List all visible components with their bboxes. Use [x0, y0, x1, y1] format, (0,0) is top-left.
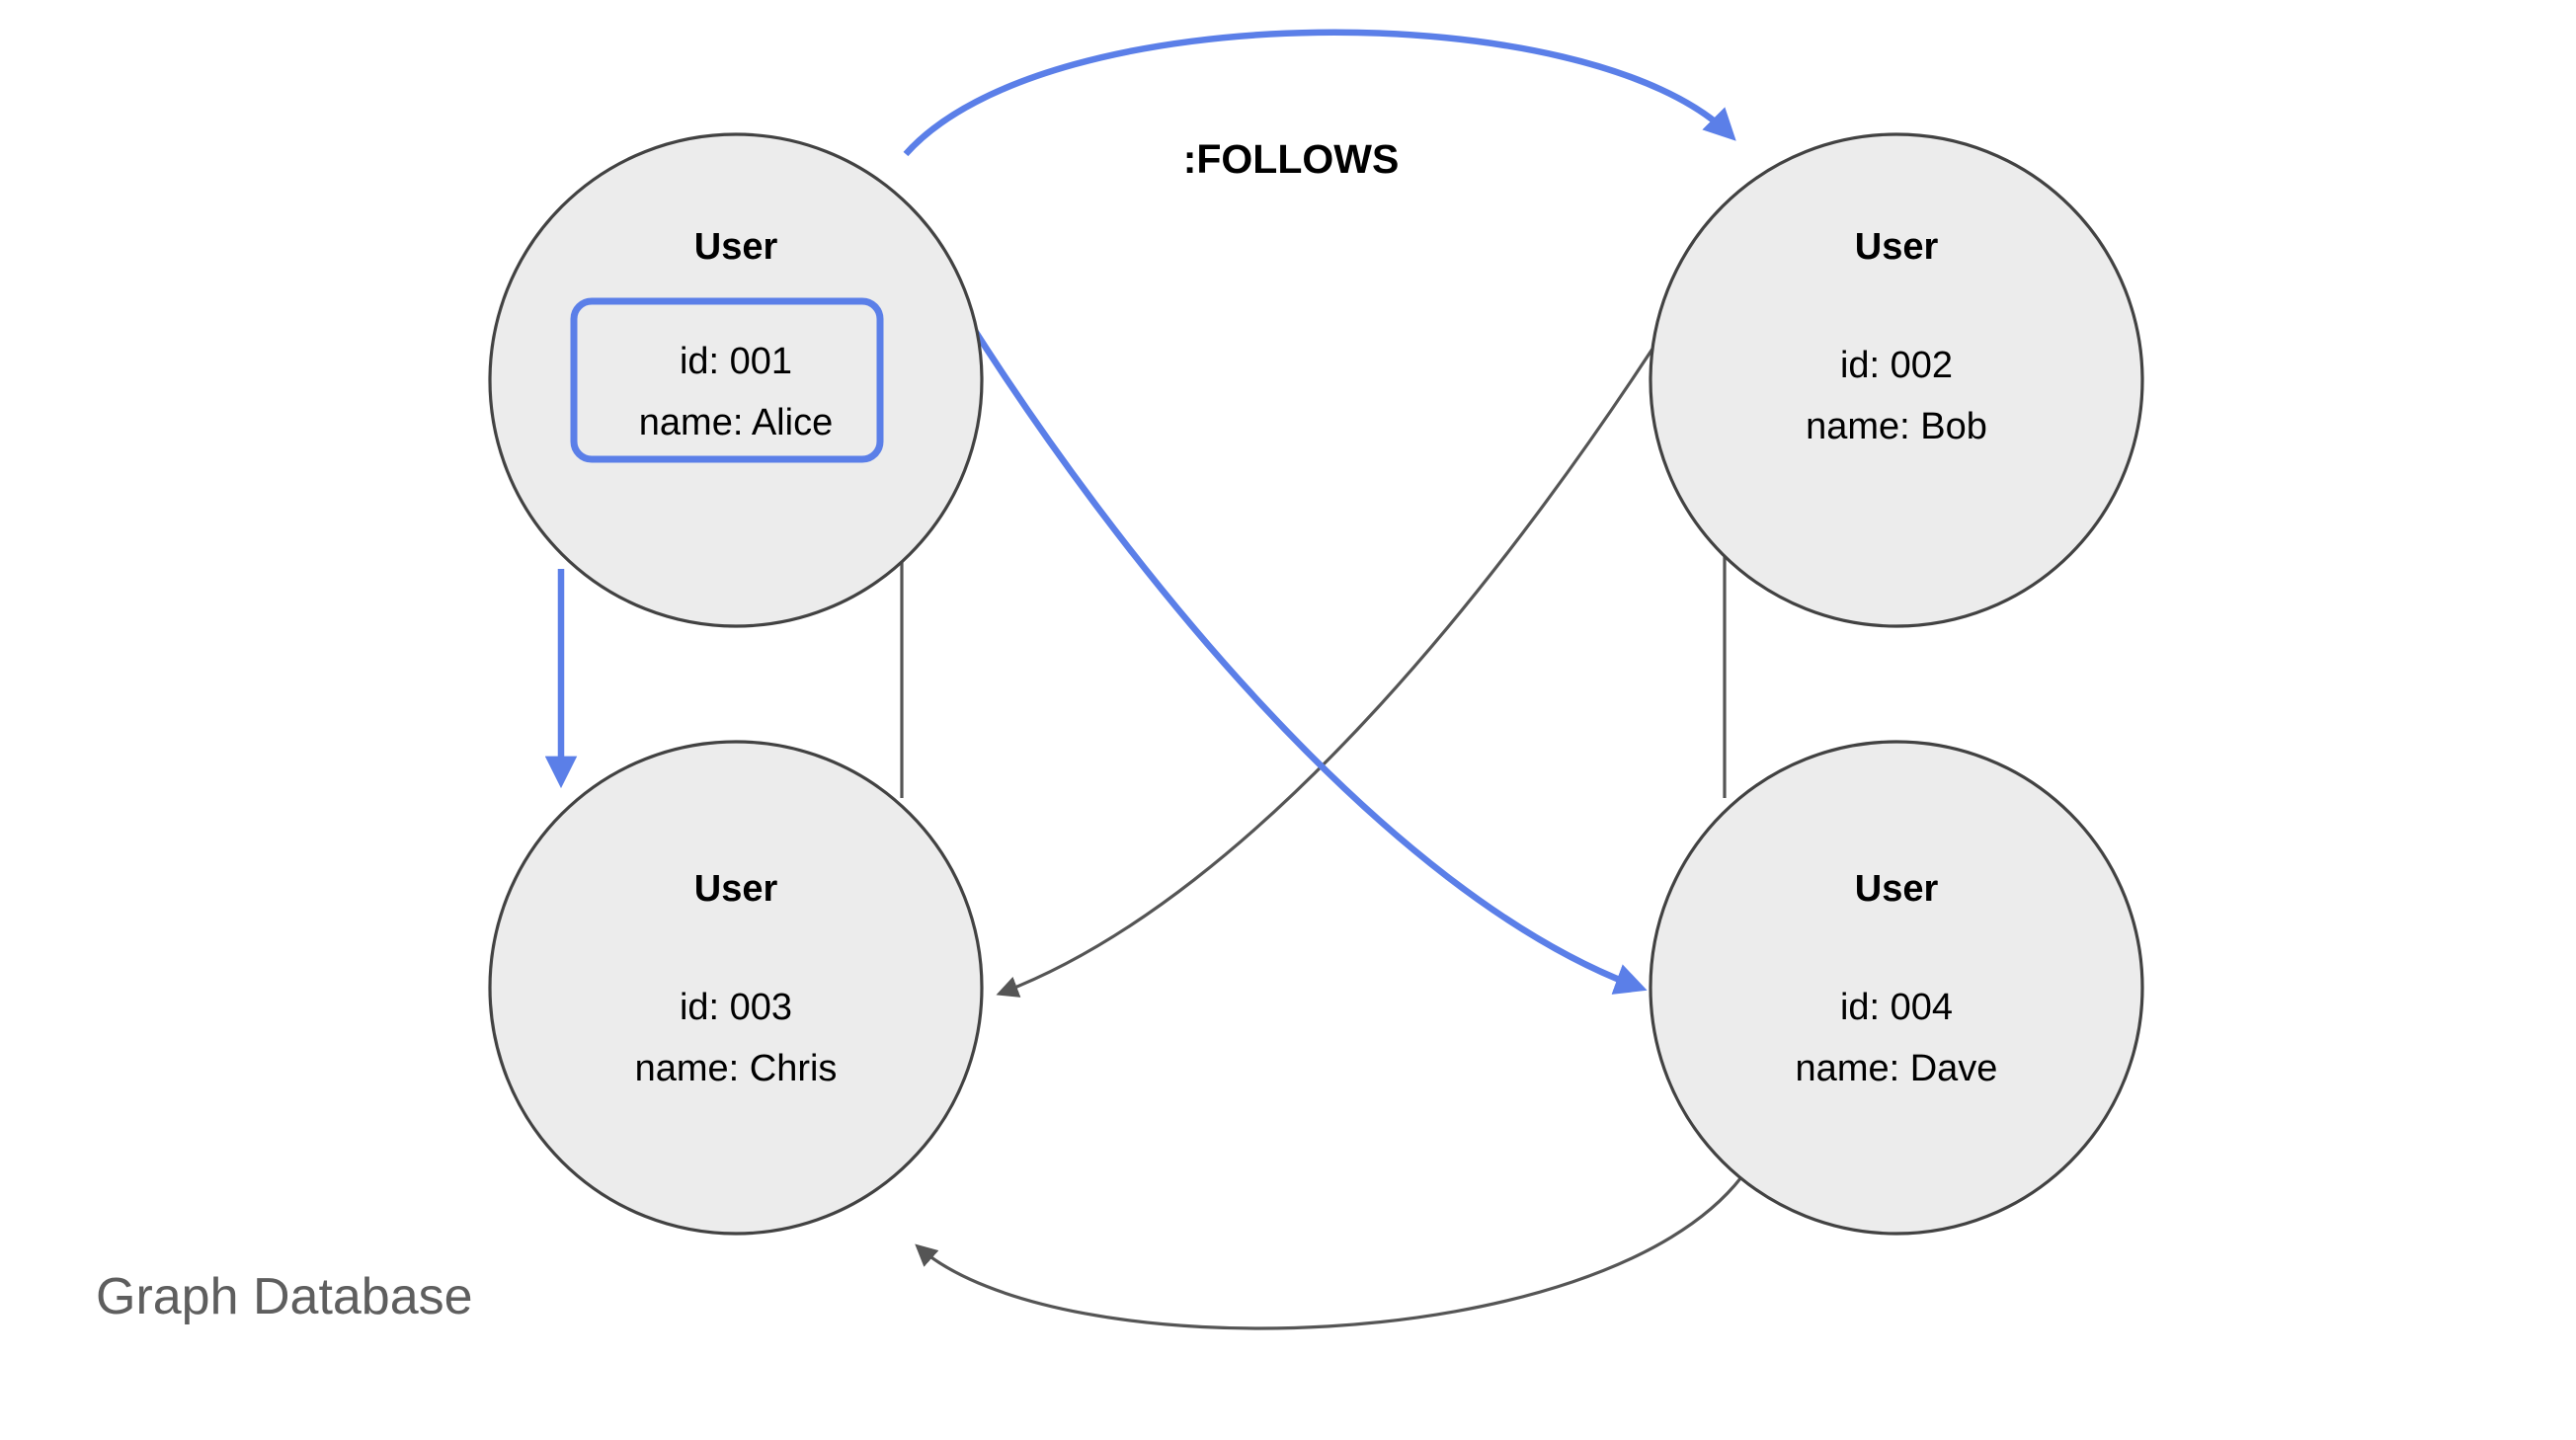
node-bob-name: name: Bob: [1806, 406, 1987, 447]
node-alice-property-highlight: [570, 297, 884, 463]
node-bob-label: User: [1855, 226, 1939, 268]
node-chris-label: User: [694, 868, 778, 910]
edge-alice-to-bob-follows[interactable]: [903, 29, 1736, 157]
edge-bob-to-chris[interactable]: [996, 322, 1671, 998]
node-alice-circle[interactable]: [488, 132, 984, 628]
node-bob-id: id: 002: [1840, 345, 1953, 386]
edge-alice-to-dave[interactable]: [967, 321, 1648, 995]
node-alice-id: id: 001: [680, 341, 792, 382]
diagram-caption: Graph Database: [96, 1268, 473, 1325]
relationship-label-follows: :FOLLOWS: [1183, 136, 1400, 182]
node-bob-circle[interactable]: [1649, 132, 2144, 628]
node-chris-circle[interactable]: [488, 740, 984, 1236]
node-dave-name: name: Dave: [1796, 1048, 1998, 1089]
node-alice-name: name: Alice: [639, 402, 833, 443]
node-alice[interactable]: User id: 001 name: Alice: [488, 132, 984, 628]
node-alice-label: User: [694, 226, 778, 268]
node-dave-circle[interactable]: [1649, 740, 2144, 1236]
edges-layer: [544, 29, 1743, 1330]
node-dave-label: User: [1855, 868, 1939, 910]
node-bob[interactable]: User id: 002 name: Bob: [1649, 132, 2144, 628]
node-chris-id: id: 003: [680, 987, 792, 1028]
node-dave-id: id: 004: [1840, 987, 1953, 1028]
node-chris-name: name: Chris: [635, 1048, 838, 1089]
edge-dave-to-chris[interactable]: [915, 1176, 1743, 1330]
node-chris[interactable]: User id: 003 name: Chris: [488, 740, 984, 1236]
node-dave[interactable]: User id: 004 name: Dave: [1649, 740, 2144, 1236]
